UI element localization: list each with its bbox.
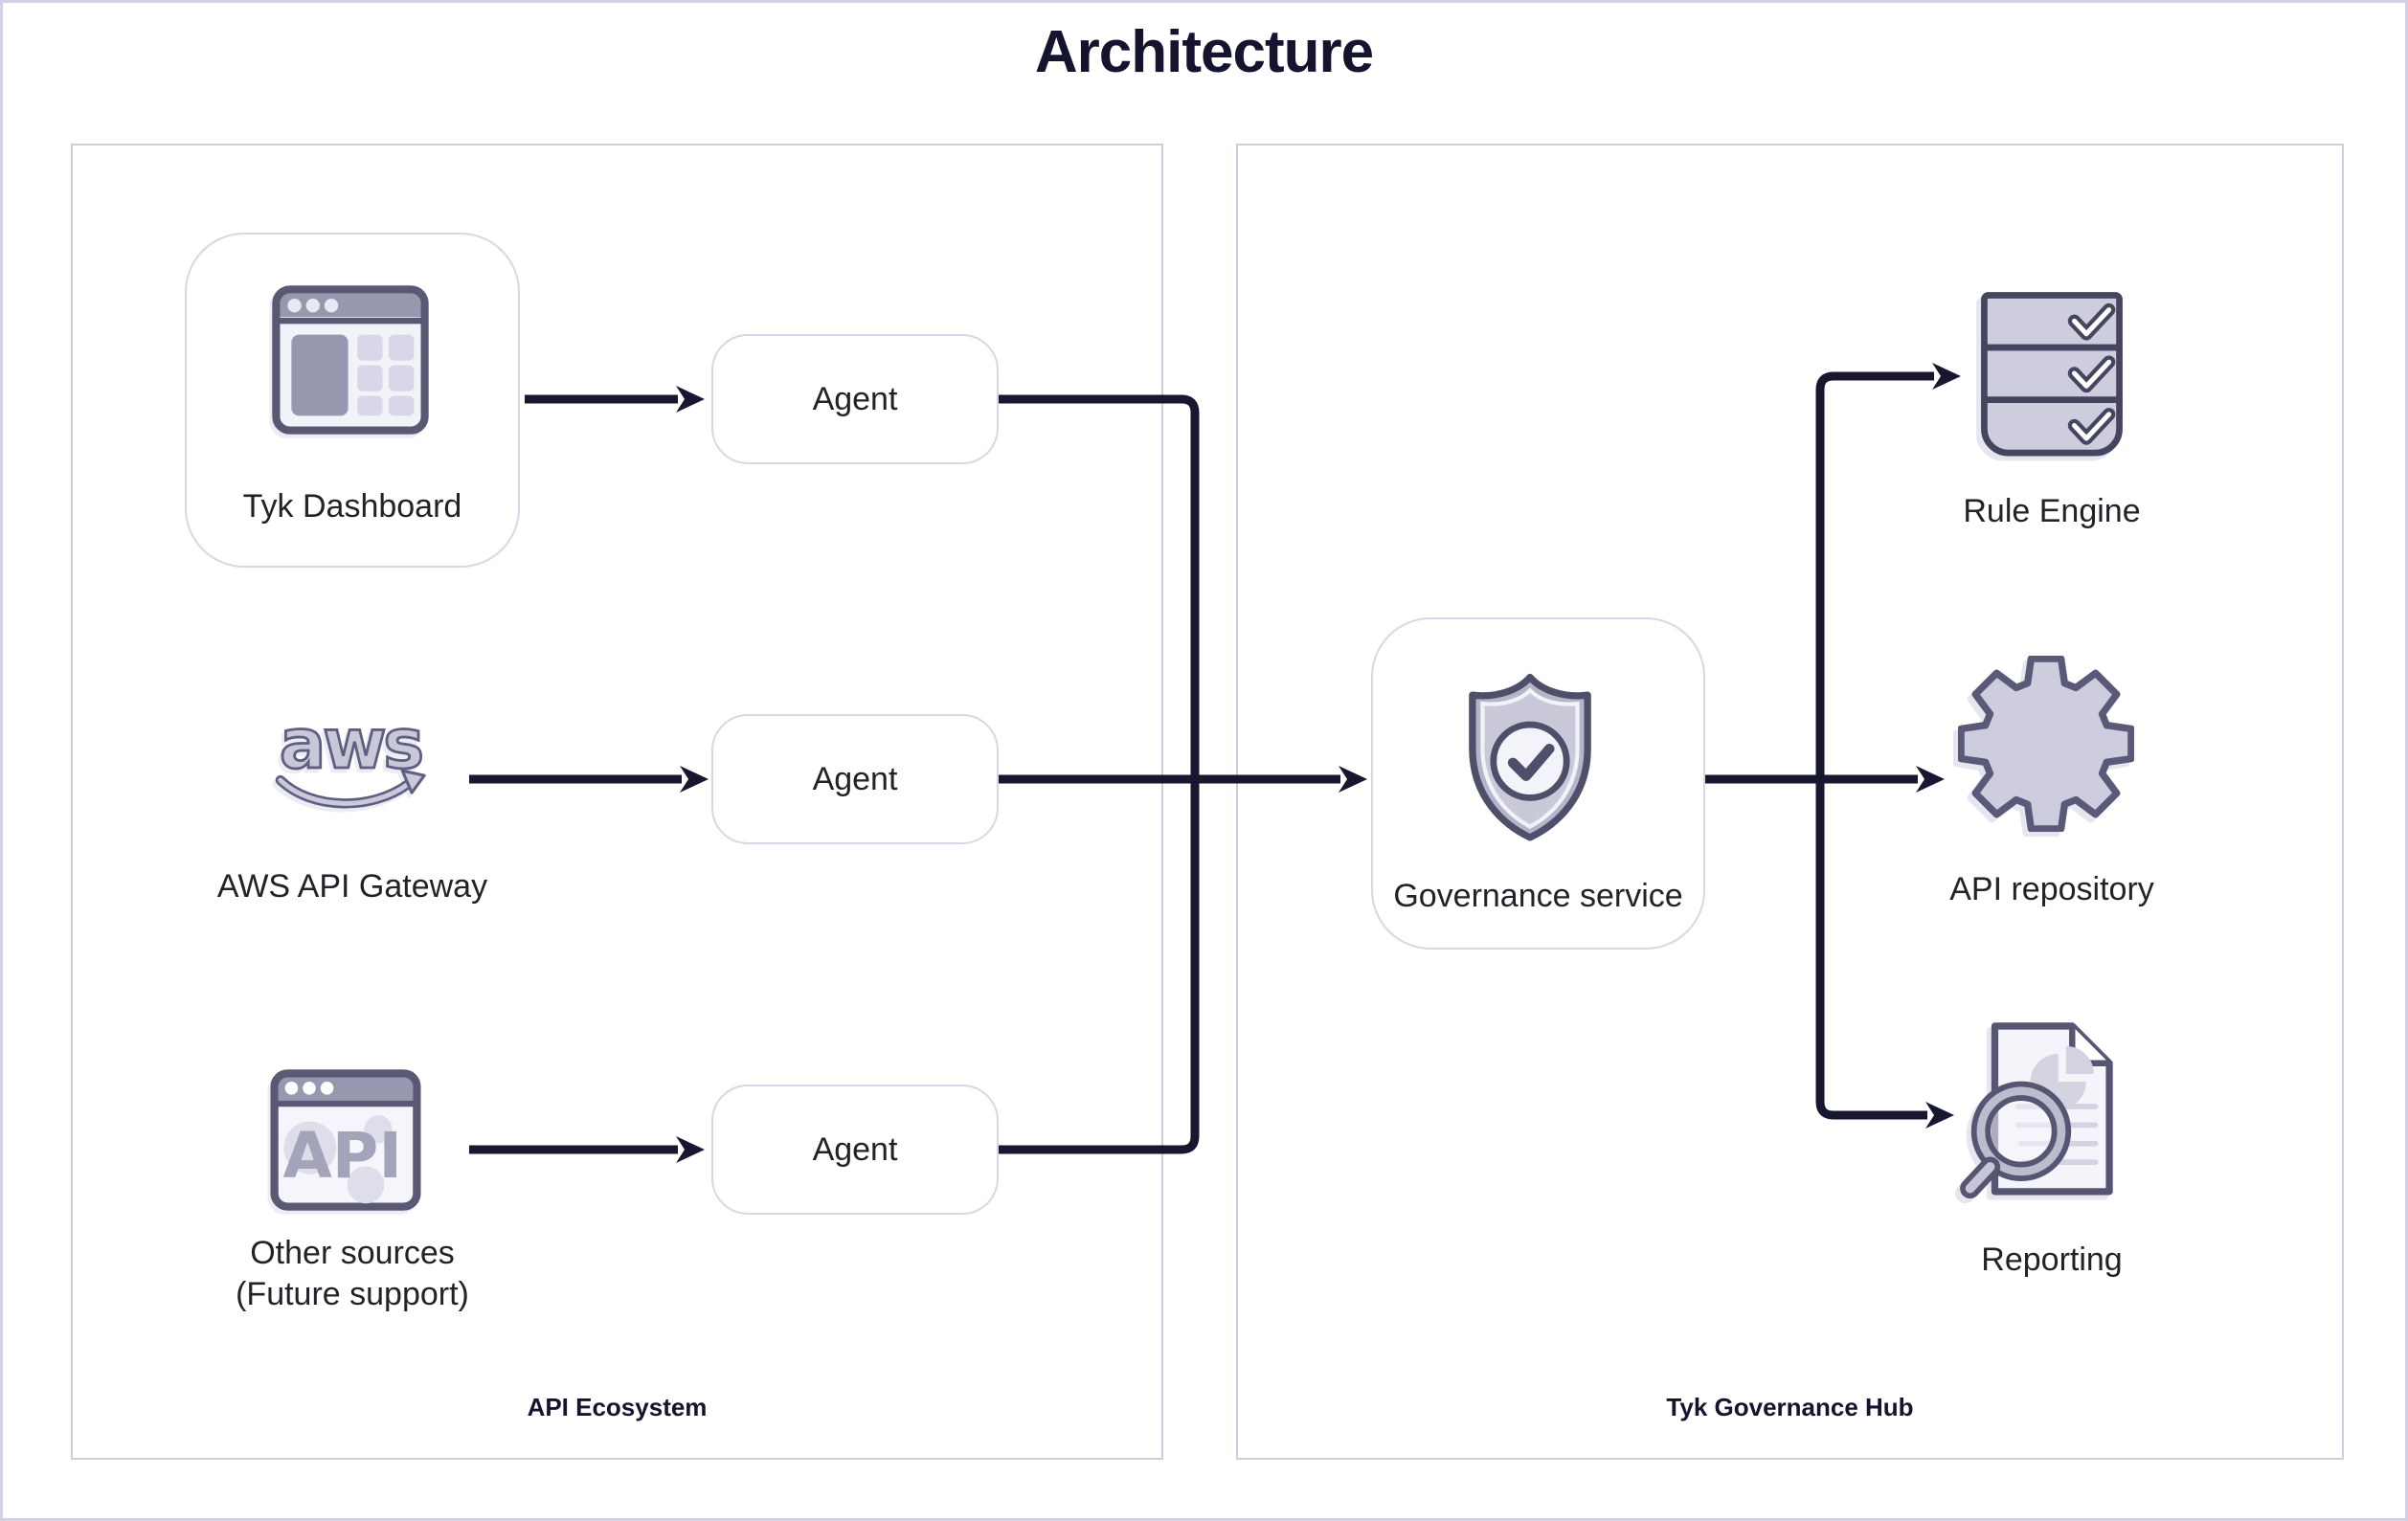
- rule-list-icon: [1981, 292, 2123, 457]
- api-ecosystem-label: API Ecosystem: [527, 1393, 708, 1421]
- api-window-icon: API: [270, 1069, 421, 1211]
- api-repository-label: API repository: [1949, 871, 2154, 907]
- gear-icon: [1958, 656, 2134, 832]
- agent-box-1: Agent: [711, 334, 999, 464]
- agent-box-3: Agent: [711, 1085, 999, 1215]
- other-sources-sublabel: (Future support): [236, 1276, 469, 1312]
- tyk-governance-hub-label: Tyk Governance Hub: [1666, 1393, 1914, 1421]
- aws-logo-icon: aws: [275, 709, 426, 809]
- shield-check-icon: [1469, 673, 1591, 841]
- dashboard-window-icon: [272, 285, 429, 435]
- agent-box-2: Agent: [711, 714, 999, 844]
- agent-label-2: Agent: [812, 760, 898, 797]
- agent-label-1: Agent: [812, 380, 898, 417]
- governance-service-label: Governance service: [1393, 878, 1683, 914]
- aws-api-gateway-label: AWS API Gateway: [216, 868, 488, 905]
- api-window-text: API: [282, 1118, 402, 1193]
- tyk-dashboard-label: Tyk Dashboard: [242, 488, 462, 525]
- rule-engine-label: Rule Engine: [1963, 493, 2141, 529]
- agent-label-3: Agent: [812, 1130, 898, 1168]
- other-sources-label: Other sources: [250, 1235, 455, 1271]
- report-magnifier-icon: [1960, 1022, 2113, 1199]
- page-title: Architecture: [1034, 19, 1374, 85]
- aws-logo-text: aws: [280, 709, 421, 784]
- reporting-label: Reporting: [1981, 1241, 2123, 1278]
